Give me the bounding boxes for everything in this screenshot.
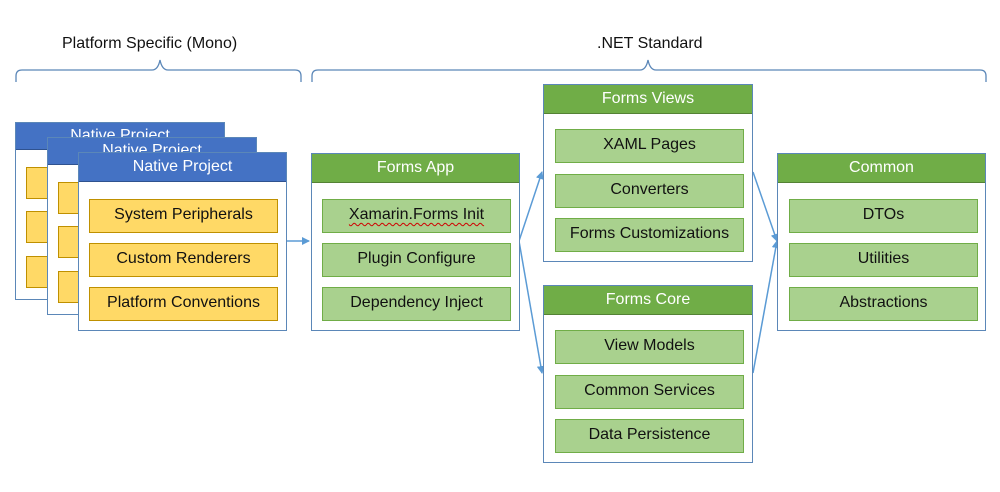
forms-app-title: Forms App [312,154,519,183]
forms-app-item-init-text: Xamarin.Forms Init [348,206,485,223]
platform-brace [15,59,302,82]
arrow-views-to-common [752,171,779,242]
platform-specific-label: Platform Specific (Mono) [62,35,238,52]
native-project-title: Native Project [79,153,286,182]
forms-views-item-xaml: XAML Pages [555,129,744,163]
native-item-custom-renderers: Custom Renderers [89,243,278,277]
arrow-app-to-core [518,240,545,374]
forms-app-item-plugin: Plugin Configure [322,243,511,277]
net-standard-brace [311,59,987,82]
common-item-utilities: Utilities [789,243,978,277]
forms-app-item-dependency: Dependency Inject [322,287,511,321]
net-standard-label: .NET Standard [597,35,703,52]
arrow-app-to-views [518,171,544,242]
forms-views-item-customizations: Forms Customizations [555,218,744,252]
native-item-system-peripherals: System Peripherals [89,199,278,233]
forms-app-box: Forms App Xamarin.Forms Init Plugin Conf… [311,153,520,331]
arrow-core-to-common [752,240,780,374]
forms-core-box: Forms Core View Models Common Services D… [543,285,753,463]
common-item-dtos: DTOs [789,199,978,233]
forms-core-title: Forms Core [544,286,752,315]
common-box: Common DTOs Utilities Abstractions [777,153,986,331]
native-project-box: Native Project System Peripherals Custom… [78,152,287,331]
forms-core-item-common-services: Common Services [555,375,744,409]
native-item-platform-conventions: Platform Conventions [89,287,278,321]
common-title: Common [778,154,985,183]
forms-core-item-data-persistence: Data Persistence [555,419,744,453]
forms-views-box: Forms Views XAML Pages Converters Forms … [543,84,753,262]
forms-views-item-converters: Converters [555,174,744,208]
forms-core-item-view-models: View Models [555,330,744,364]
forms-app-item-init: Xamarin.Forms Init [322,199,511,233]
common-item-abstractions: Abstractions [789,287,978,321]
forms-views-title: Forms Views [544,85,752,114]
